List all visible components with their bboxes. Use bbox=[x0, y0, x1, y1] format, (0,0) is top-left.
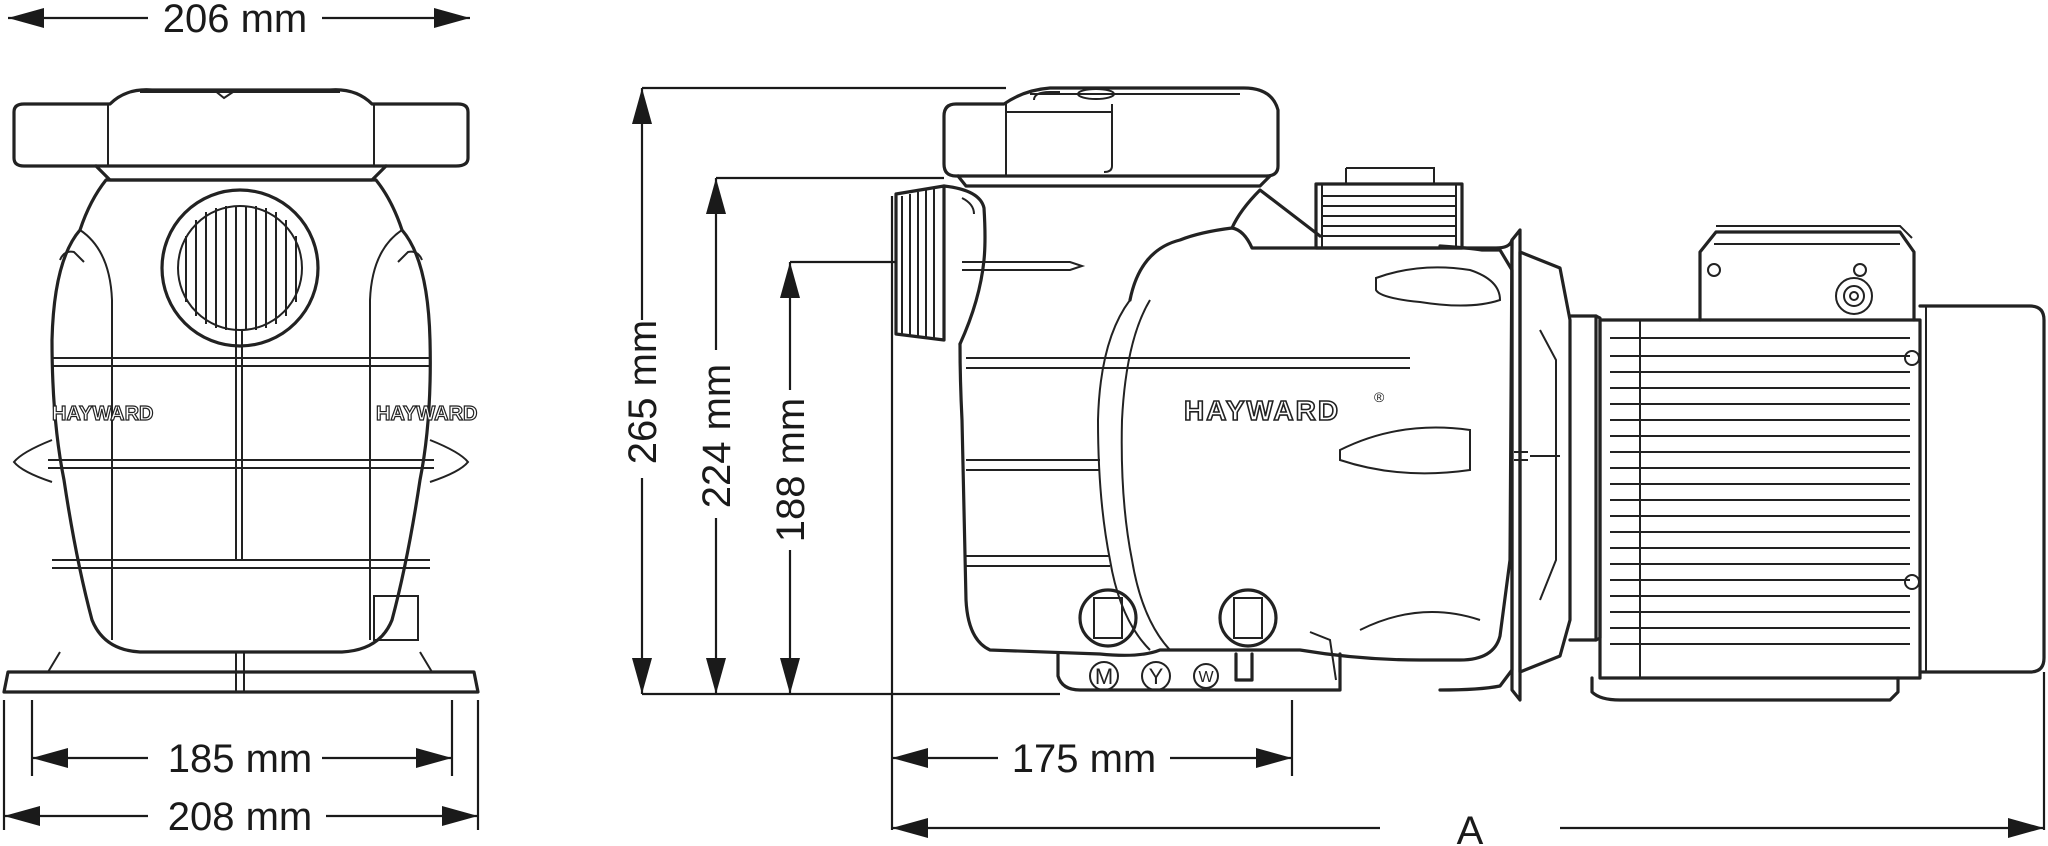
front-right-brand-mark: HAYWARD bbox=[376, 403, 478, 425]
label-front-base-inner: 185 mm bbox=[168, 737, 313, 781]
registered-mark: ® bbox=[1374, 389, 1385, 405]
label-overall-length: A bbox=[1457, 809, 1484, 846]
dim-front-top-width: 206 mm bbox=[8, 0, 470, 41]
dim-side-base-length: 175 mm bbox=[890, 196, 1294, 830]
front-view: HAYWARD HAYWARD bbox=[2, 88, 480, 694]
plug-label-y: Y bbox=[1149, 664, 1164, 689]
hayward-logo: HAYWARD bbox=[1184, 395, 1340, 426]
label-inlet-height: 224 mm bbox=[695, 364, 739, 509]
label-side-base-length: 175 mm bbox=[1012, 737, 1157, 781]
label-front-top-width: 206 mm bbox=[163, 0, 308, 41]
dim-overall-length: A bbox=[892, 672, 2046, 846]
plug-label-m: M bbox=[1095, 664, 1113, 689]
dim-outlet-height: 188 mm bbox=[769, 260, 896, 694]
label-total-height: 265 mm bbox=[621, 320, 665, 465]
side-view: M Y W HAYWARD ® bbox=[894, 86, 2046, 702]
dim-front-base-inner: 185 mm bbox=[30, 700, 454, 781]
label-front-base-outer: 208 mm bbox=[168, 795, 313, 839]
label-outlet-height: 188 mm bbox=[769, 398, 813, 543]
plug-label-w: W bbox=[1198, 669, 1214, 686]
dim-inlet-height: 224 mm bbox=[695, 176, 944, 694]
dim-total-height: 265 mm bbox=[621, 86, 1060, 696]
dim-front-base-outer: 208 mm bbox=[2, 700, 480, 839]
front-left-brand-mark: HAYWARD bbox=[52, 403, 154, 425]
